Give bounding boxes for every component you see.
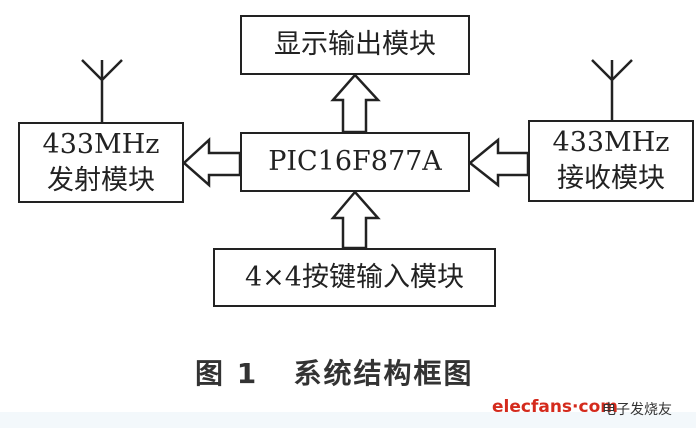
arrow-mcu-to-tx [182,137,242,188]
figure-caption: 图 1 系统结构框图 [195,357,474,390]
watermark-name: 电子发烧友 [602,402,672,418]
arrow-keypad-to-mcu [330,190,381,250]
antenna-tx-icon [81,59,123,122]
watermark-site: elecfans·com [492,397,618,417]
display-module-label: 显示输出模块 [274,29,436,60]
keypad-module-label: 4×4按键输入模块 [245,261,464,293]
tx-module-label-freq: 433MHz [42,128,160,160]
rx-module-label-name: 接收模块 [557,163,665,194]
keypad-module-box: 4×4按键输入模块 [213,248,496,307]
arrow-rx-to-mcu [468,137,530,188]
antenna-rx-icon [591,59,633,120]
tx-module-label-name: 发射模块 [47,164,155,196]
rx-module-box: 433MHz 接收模块 [528,120,694,202]
tx-module-box: 433MHz 发射模块 [18,122,184,203]
display-module-box: 显示输出模块 [240,15,470,75]
rx-module-label-freq: 433MHz [552,127,670,158]
footer-band [0,412,696,428]
arrow-mcu-to-display [330,73,381,134]
mcu-label: PIC16F877A [268,146,442,177]
mcu-box: PIC16F877A [240,132,470,192]
